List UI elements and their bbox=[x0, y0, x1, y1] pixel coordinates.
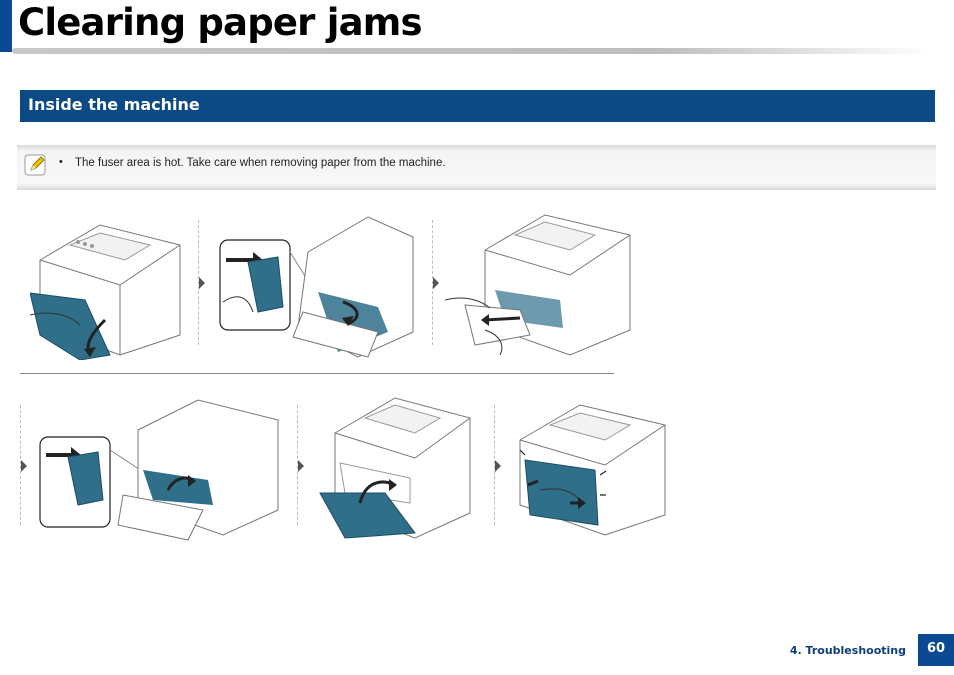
step-divider bbox=[494, 405, 495, 525]
title-accent-bar bbox=[0, 0, 12, 52]
note-text: The fuser area is hot. Take care when re… bbox=[75, 157, 446, 169]
step-divider bbox=[432, 220, 433, 345]
row-separator bbox=[20, 373, 614, 374]
step-arrow bbox=[199, 277, 205, 289]
step-6-close-front-cover-illustration bbox=[519, 404, 666, 536]
step-divider bbox=[297, 405, 298, 525]
page-title: Clearing paper jams bbox=[18, 1, 423, 44]
chapter-label: 4. Troubleshooting bbox=[789, 644, 906, 657]
section-title: Inside the machine bbox=[28, 95, 200, 114]
step-3-remove-jammed-paper-illustration bbox=[445, 214, 631, 356]
title-underline bbox=[12, 48, 932, 54]
step-arrow bbox=[495, 460, 501, 472]
note-bullet: • bbox=[59, 156, 63, 168]
page-number: 60 bbox=[918, 634, 954, 666]
step-2-pull-fuser-levers-illustration bbox=[219, 216, 414, 358]
step-5-close-inner-cover-illustration bbox=[319, 397, 471, 539]
note-pencil-icon bbox=[24, 154, 46, 176]
step-1-open-front-cover-illustration bbox=[30, 224, 181, 360]
step-arrow bbox=[433, 277, 439, 289]
step-divider bbox=[20, 405, 21, 525]
step-arrow bbox=[298, 460, 304, 472]
step-arrow bbox=[21, 460, 27, 472]
note-box: • The fuser area is hot. Take care when … bbox=[17, 145, 936, 190]
section-header: Inside the machine bbox=[20, 90, 935, 122]
step-divider bbox=[198, 220, 199, 345]
step-4-push-fuser-levers-illustration bbox=[39, 399, 279, 541]
